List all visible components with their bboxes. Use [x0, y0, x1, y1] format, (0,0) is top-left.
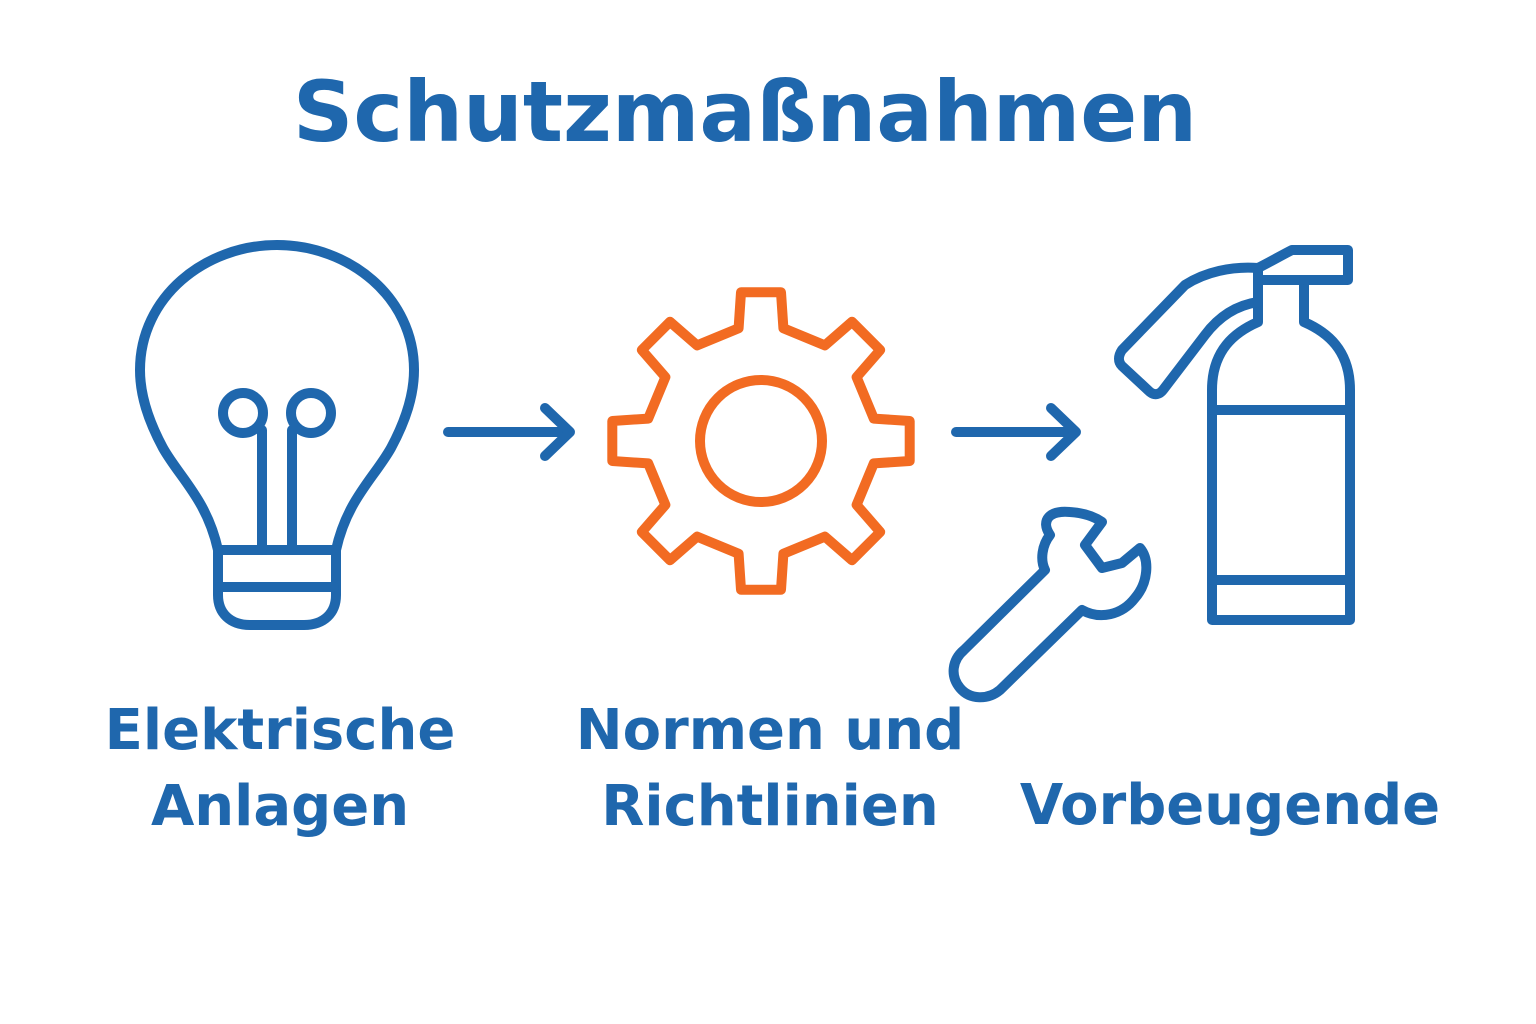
step-label-electrical: Elektrische Anlagen — [80, 693, 480, 844]
step-label-preventive: Vorbeugende — [1000, 768, 1460, 844]
diagram-title: Schutzmaßnahmen — [292, 63, 1198, 161]
step-label-line: Anlagen — [150, 773, 410, 839]
arrow-icon-1 — [443, 403, 575, 461]
step-label-line: Normen und — [575, 698, 965, 763]
step-label-line: Elektrische — [104, 698, 456, 763]
step-label-line: Vorbeugende — [1019, 773, 1441, 838]
light-bulb-icon — [135, 240, 419, 630]
step-label-line: Richtlinien — [601, 773, 939, 839]
gear-icon — [607, 287, 915, 595]
arrow-icon-2 — [951, 403, 1081, 461]
step-label-standards: Normen und Richtlinien — [560, 693, 980, 844]
wrench-icon — [948, 506, 1152, 703]
fire-extinguisher-icon — [1114, 245, 1355, 625]
